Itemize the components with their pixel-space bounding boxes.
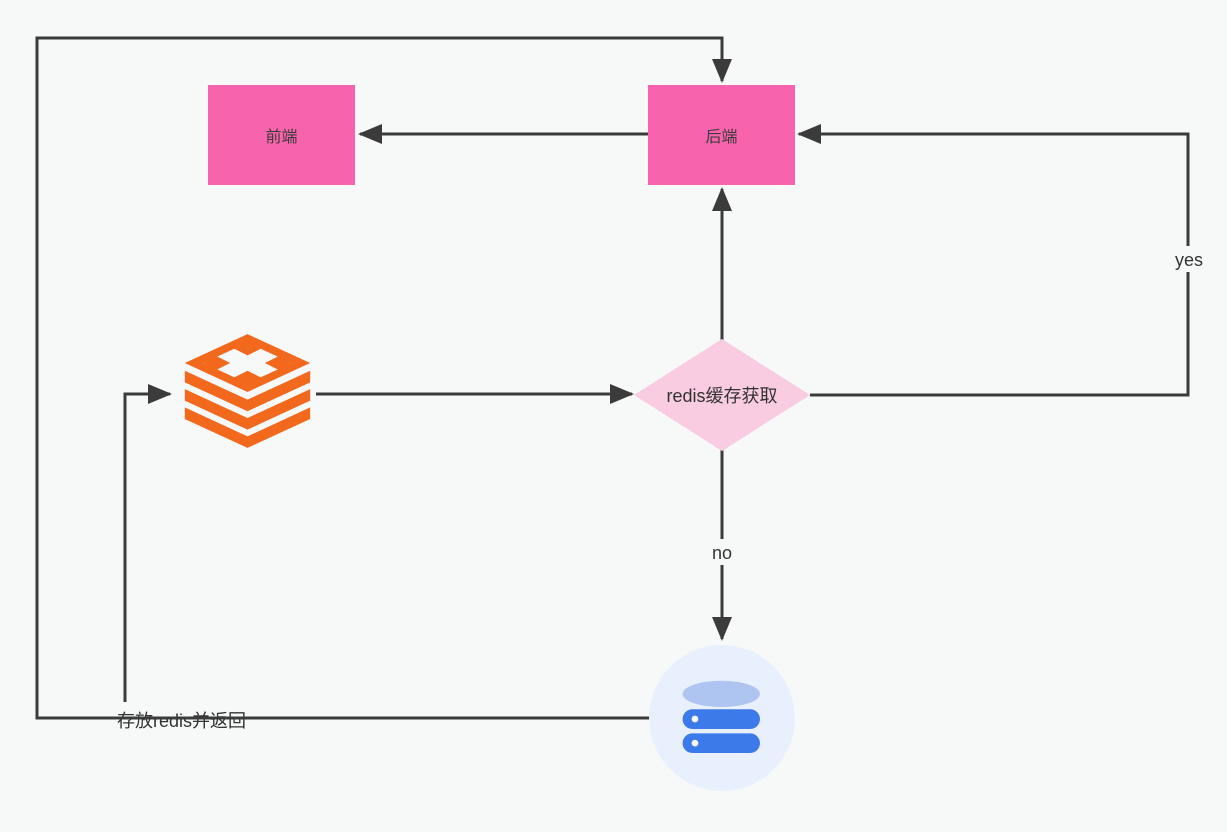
edge-decision-yes-to-backend[interactable] — [797, 124, 1190, 397]
node-decision-label: redis缓存获取 — [666, 386, 778, 406]
node-backend-label: 后端 — [705, 129, 738, 146]
node-database[interactable] — [649, 645, 795, 791]
database-icon — [682, 680, 760, 754]
node-frontend[interactable]: 前端 — [208, 85, 355, 185]
node-backend[interactable]: 后端 — [648, 85, 795, 185]
node-redis[interactable] — [180, 334, 315, 448]
yes-label-halo — [1170, 246, 1208, 272]
edge-label-yes: yes — [1175, 250, 1203, 270]
edge-db-to-redis[interactable] — [123, 384, 172, 716]
edge-label-no: no — [712, 543, 732, 563]
node-frontend-label: 前端 — [265, 129, 298, 146]
edge-label-store: 存放redis并返回 — [117, 711, 246, 731]
edge-db-return-to-backend[interactable] — [35, 36, 732, 720]
no-label-halo — [703, 539, 741, 565]
redis-stack-icon — [184, 334, 311, 448]
